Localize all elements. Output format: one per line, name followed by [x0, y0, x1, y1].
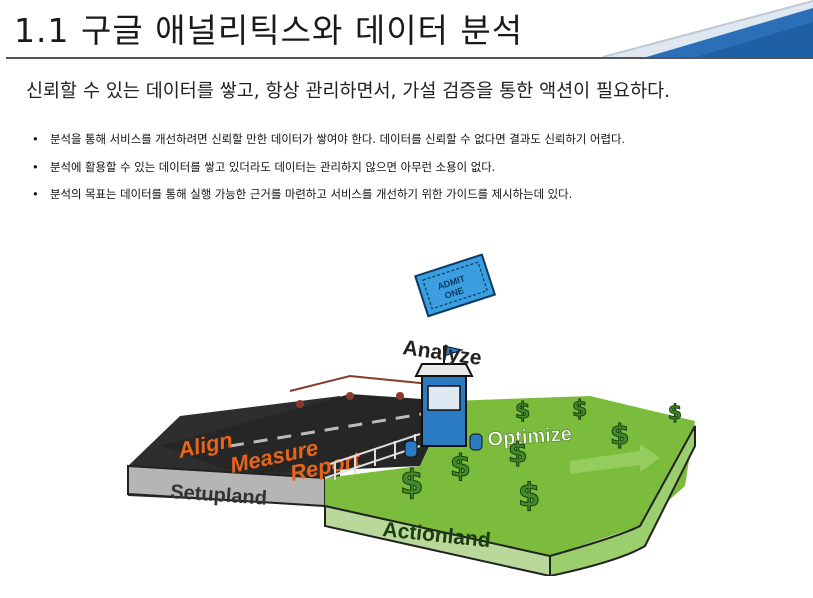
title-underline	[6, 57, 813, 59]
road	[160, 374, 451, 474]
dollar-icon: $	[668, 400, 682, 424]
bullet-item: 분석에 활용할 수 있는 데이터를 쌓고 있더라도 데이터는 관리하지 않으면 …	[30, 160, 770, 175]
bullet-item: 분석의 목표는 데이터를 통해 실행 가능한 근거를 마련하고 서비스를 개선하…	[30, 187, 770, 202]
corner-decoration	[602, 0, 813, 58]
dollar-icons: $ $ $ $ $ $ $ $	[400, 397, 683, 515]
analytics-illustration: Setupland Actionland Align Measure Repor…	[127, 253, 696, 576]
dollar-icon: $	[508, 436, 527, 469]
bullet-item: 분석을 통해 서비스를 개선하려면 신뢰할 만한 데이터가 쌓여야 한다. 데이…	[30, 132, 770, 147]
subtitle: 신뢰할 수 있는 데이터를 쌓고, 항상 관리하면서, 가설 검증을 통한 액션…	[26, 81, 670, 102]
analyze-booth	[404, 345, 483, 458]
page-title: 1.1 구글 애널리틱스와 데이터 분석	[14, 11, 524, 50]
fence	[324, 433, 421, 480]
dollar-icon: $	[572, 397, 587, 422]
actionland-block: Actionland	[324, 396, 696, 576]
bullet-list: 분석을 통해 서비스를 개선하려면 신뢰할 만한 데이터가 쌓여야 한다. 데이…	[30, 132, 770, 216]
dollar-icon: $	[515, 399, 530, 424]
title-bar: 1.1 구글 애널리틱스와 데이터 분석	[0, 0, 813, 60]
dollar-icon: $	[400, 463, 424, 503]
dollar-icon: $	[610, 418, 629, 451]
admit-one-ticket: ADMIT ONE	[414, 253, 497, 318]
dollar-icon: $	[450, 449, 471, 484]
dollar-icon: $	[518, 476, 540, 514]
